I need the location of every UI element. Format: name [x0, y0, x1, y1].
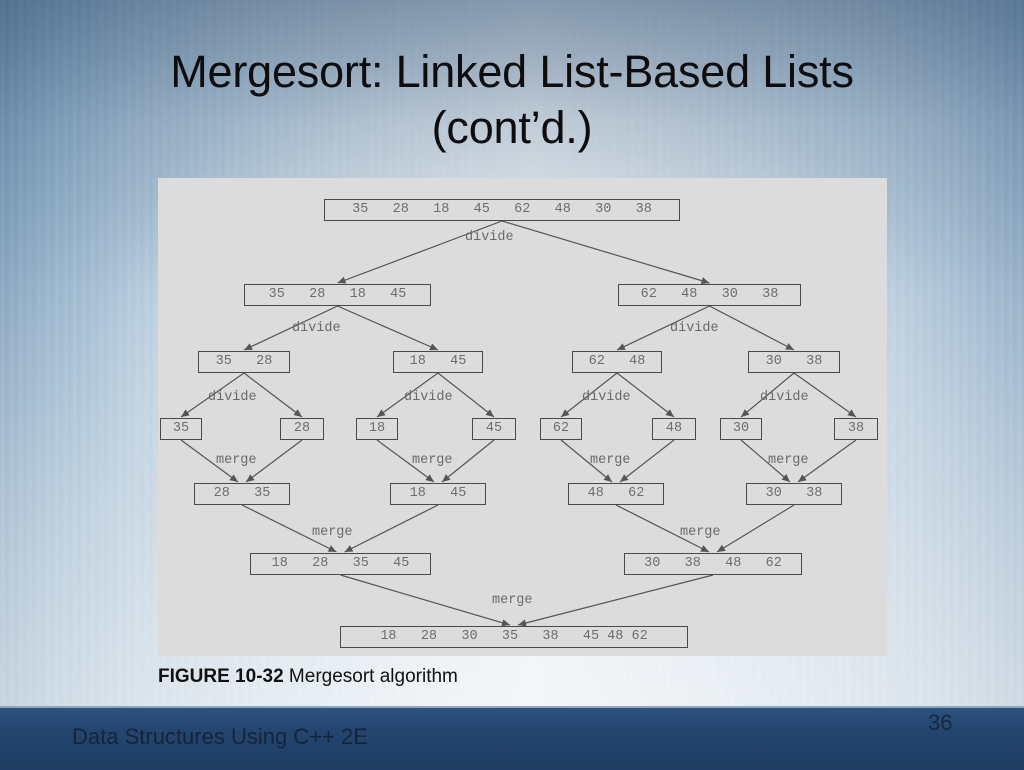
tree-node-divide-1-1: 62 48 30 38: [618, 284, 801, 306]
edge-label-merge-8: merge: [412, 453, 453, 468]
edge-label-merge-13: merge: [492, 593, 533, 608]
edge-label-merge-12: merge: [680, 525, 721, 540]
tree-node-leaf-3-5: 48: [652, 418, 696, 440]
tree-node-leaf-3-7: 38: [834, 418, 878, 440]
tree-node-merge-5-1: 30 38 48 62: [624, 553, 802, 575]
tree-node-leaf-3-6: 30: [720, 418, 762, 440]
figure-caption-text: Mergesort algorithm: [283, 666, 458, 687]
tree-node-merge-5-0: 18 28 35 45: [250, 553, 431, 575]
tree-node-leaf-3-3: 45: [472, 418, 516, 440]
edge-label-merge-10: merge: [768, 453, 809, 468]
footer-bar: [0, 706, 1024, 770]
page-title-line-2: (cont’d.): [431, 102, 593, 153]
figure-caption-number: FIGURE 10-32: [158, 666, 284, 687]
tree-node-divide-2-0: 35 28: [198, 351, 290, 373]
diagram-edges: [180, 220, 857, 627]
tree-node-merge-4-3: 30 38: [746, 483, 842, 505]
tree-node-merge-4-0: 28 35: [194, 483, 290, 505]
edge-label-divide-0: divide: [465, 230, 514, 245]
footer-book-title: Data Structures Using C++ 2E: [72, 724, 368, 749]
edge-label-divide-1: divide: [292, 321, 341, 336]
tree-node-merge-6-0: 18 28 30 35 38 45 48 62: [340, 626, 688, 648]
edge-label-merge-9: merge: [590, 453, 631, 468]
tree-node-divide-2-1: 18 45: [393, 351, 483, 373]
edge-label-divide-2: divide: [670, 321, 719, 336]
page-title-line-1: Mergesort: Linked List-Based Lists: [170, 46, 854, 97]
page-title: Mergesort: Linked List-Based Lists (cont…: [60, 44, 964, 156]
tree-node-merge-4-2: 48 62: [568, 483, 664, 505]
figure-caption: FIGURE 10-32 Mergesort algorithm: [158, 666, 458, 688]
figure-panel: 35 28 18 45 62 48 30 38 35 28 18 45 62 48 …: [158, 178, 887, 656]
tree-node-divide-1-0: 35 28 18 45: [244, 284, 431, 306]
tree-node-leaf-3-1: 28: [280, 418, 324, 440]
edge-label-divide-3: divide: [208, 390, 257, 405]
edge-label-merge-11: merge: [312, 525, 353, 540]
tree-node-leaf-3-0: 35: [160, 418, 202, 440]
tree-node-divide-0-0: 35 28 18 45 62 48 30 38: [324, 199, 680, 221]
tree-node-merge-4-1: 18 45: [390, 483, 486, 505]
edge-label-merge-7: merge: [216, 453, 257, 468]
edge-label-divide-6: divide: [760, 390, 809, 405]
edge-label-divide-4: divide: [404, 390, 453, 405]
tree-node-leaf-3-4: 62: [540, 418, 582, 440]
tree-node-leaf-3-2: 18: [356, 418, 398, 440]
slide-number: 36: [928, 710, 953, 735]
tree-node-divide-2-2: 62 48: [572, 351, 662, 373]
edge-label-divide-5: divide: [582, 390, 631, 405]
tree-node-divide-2-3: 30 38: [748, 351, 840, 373]
